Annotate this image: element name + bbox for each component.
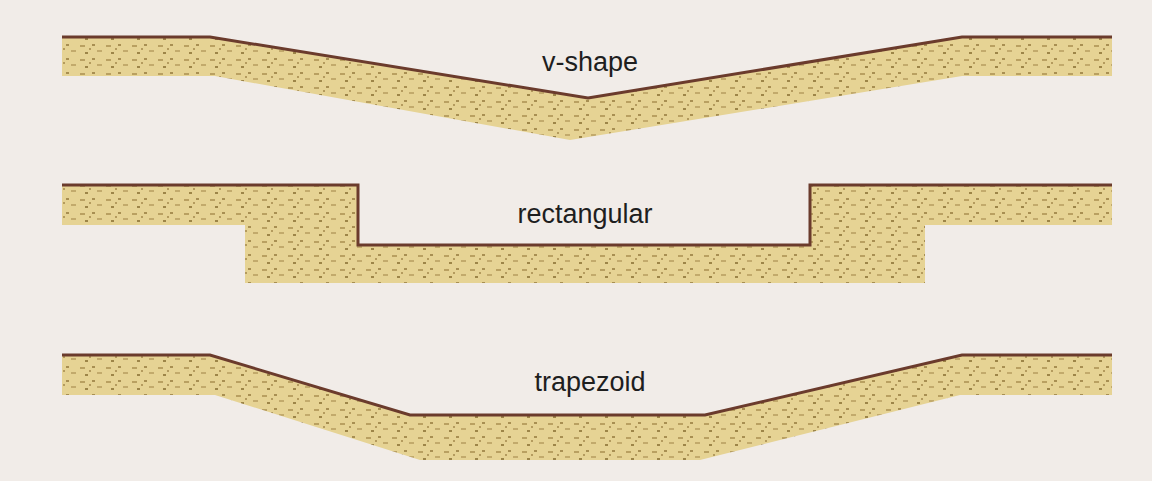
ground-line <box>62 355 1112 415</box>
rectangular-section <box>62 185 1112 283</box>
ground-line <box>62 37 1112 98</box>
trapezoid-section <box>62 355 1112 460</box>
section-label: v-shape <box>542 47 638 78</box>
ground-line <box>62 185 1112 245</box>
v-shape-section <box>62 37 1112 140</box>
section-label: rectangular <box>517 199 652 230</box>
section-label: trapezoid <box>534 367 645 398</box>
